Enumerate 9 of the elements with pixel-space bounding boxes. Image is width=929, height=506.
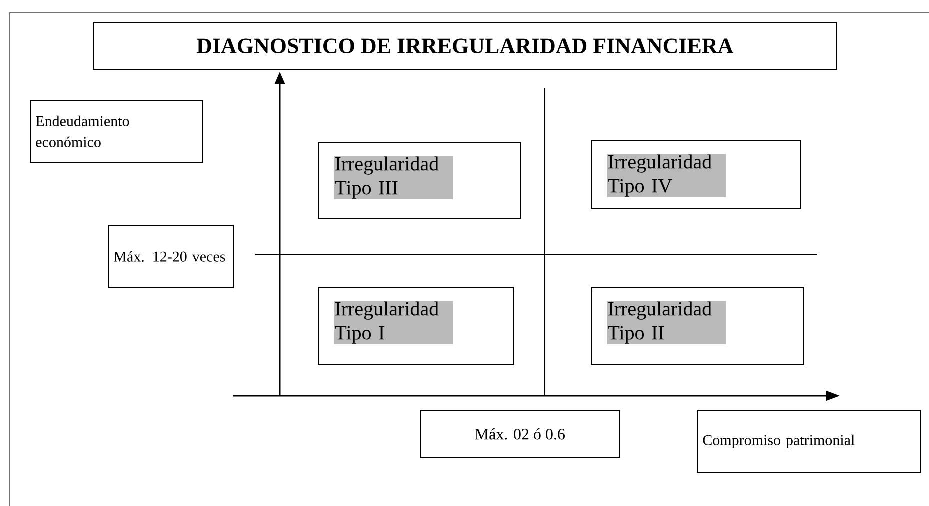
label-box: Máx. 02 ó 0.6 <box>420 410 620 458</box>
quadrant-box: Irregularidad Tipo III <box>318 142 522 220</box>
quadrant-box: Irregularidad Tipo IV <box>591 140 802 210</box>
quadrant-box: Irregularidad Tipo I <box>318 287 514 366</box>
label-box: Máx. 12-20 veces <box>108 225 234 288</box>
label-box: Compromiso patrimonial <box>697 410 922 474</box>
title-box: DIAGNOSTICO DE IRREGULARIDAD FINANCIERA <box>93 22 838 70</box>
quadrant-box: Irregularidad Tipo II <box>591 287 804 366</box>
label-box: Endeudamiento económico <box>30 100 204 164</box>
